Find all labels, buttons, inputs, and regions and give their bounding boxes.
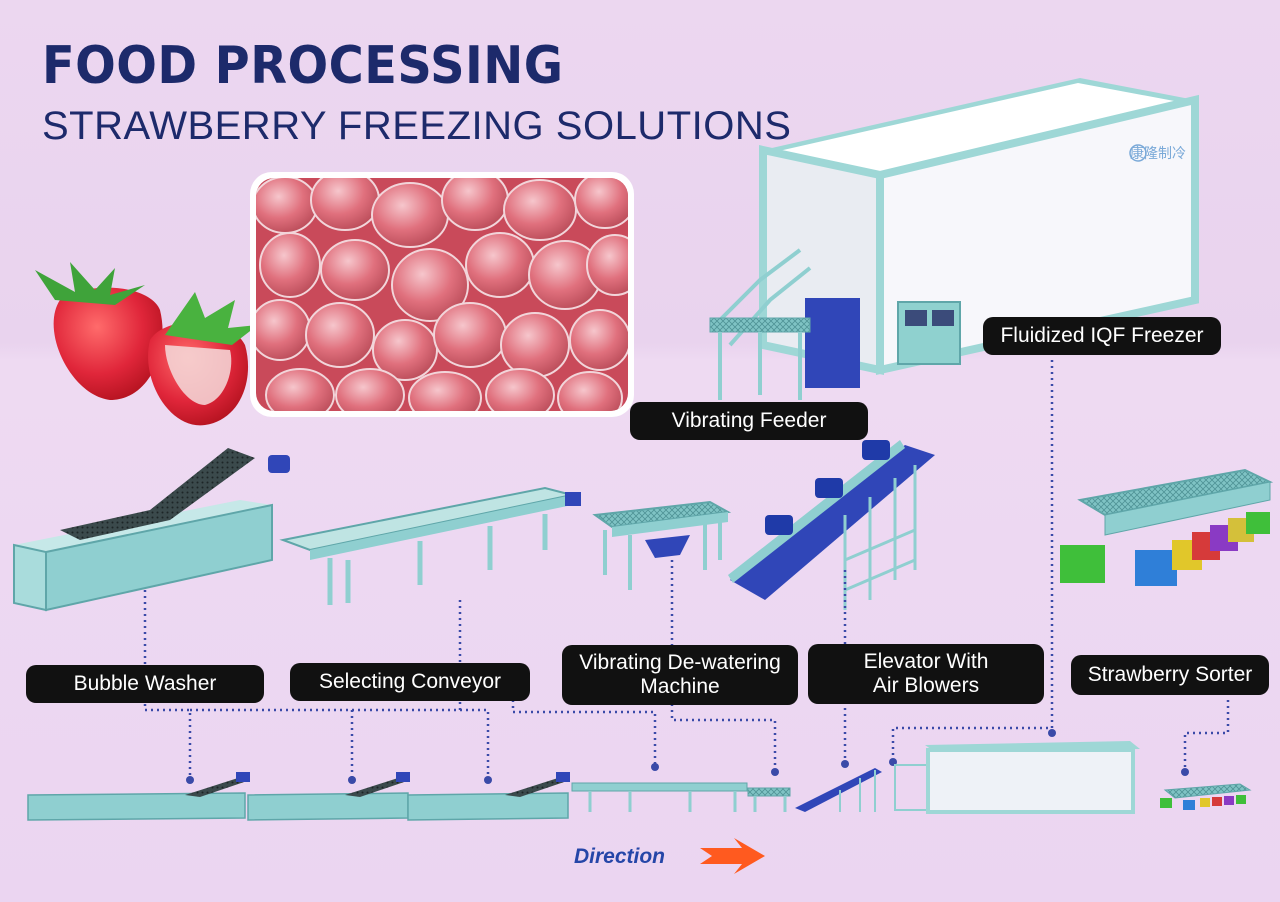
line-bubble-washer-1 [27,772,250,821]
page-subtitle: STRAWBERRY FREEZING SOLUTIONS [42,104,792,148]
direction-arrow-icon [700,838,765,874]
line-bubble-washer-2 [247,772,410,821]
bubble-washer-illustration [13,448,290,612]
page-title: FOOD PROCESSING [42,36,564,96]
line-strawberry-sorter [1160,783,1252,810]
fresh-strawberries-image [35,262,258,426]
line-selecting-conveyor [571,782,748,812]
label-dewatering-line-1: Vibrating De-watering [579,650,781,674]
line-iqf-freezer [894,741,1140,814]
label-dewatering-line-2: Machine [640,675,720,698]
line-bubble-washer-3 [407,772,570,821]
label-elevator-line-1: Elevator With [863,649,989,673]
dewatering-machine-illustration [592,500,732,590]
label-fluidized-iqf-freezer: Fluidized IQF Freezer [983,317,1221,355]
connector-dots [186,729,1189,784]
direction-label: Direction [574,845,666,868]
label-vibrating-dewatering-machine: Vibrating De-watering Machine [562,645,798,705]
label-elevator-line-2: Air Blowers [872,674,980,697]
freezer-illustration: 康隆制冷 [709,78,1199,400]
label-selecting-conveyor: Selecting Conveyor [290,663,530,701]
label-elevator-with-air-blowers: Elevator With Air Blowers [808,644,1044,704]
frozen-strawberries-photo [250,172,634,417]
strawberry-sorter-illustration [1060,468,1274,586]
production-line-overview [27,741,1252,821]
elevator-illustration [728,440,935,610]
label-strawberry-sorter: Strawberry Sorter [1071,655,1269,695]
line-elevator [795,768,882,812]
brand-logo-icon [1129,144,1147,162]
label-vibrating-feeder: Vibrating Feeder [630,402,868,440]
selecting-conveyor-illustration [279,486,581,605]
label-bubble-washer: Bubble Washer [26,665,264,703]
brand-logo-text: 康隆制冷 [1130,145,1186,162]
line-dewatering-machine [747,787,791,812]
